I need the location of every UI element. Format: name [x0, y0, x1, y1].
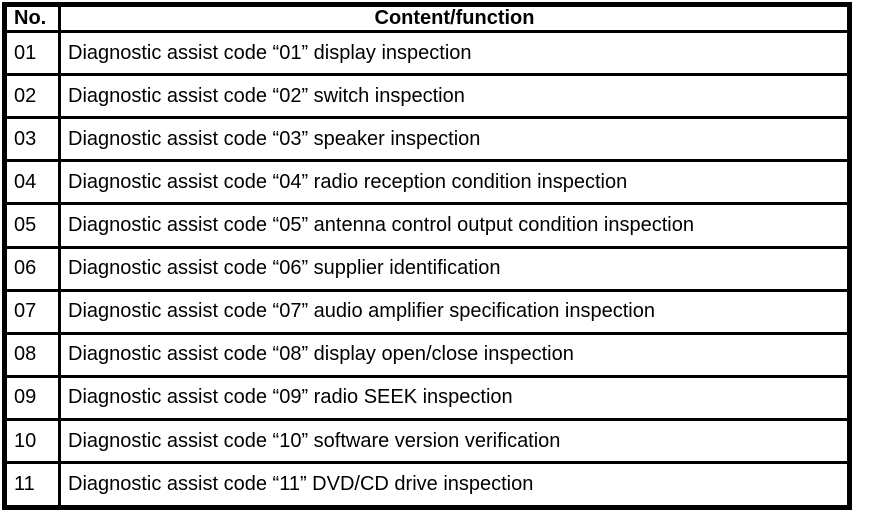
row-content-cell: Diagnostic assist code “05” antenna cont… [58, 202, 851, 249]
row-content-cell: Diagnostic assist code “11” DVD/CD drive… [58, 461, 851, 509]
row-content-cell: Diagnostic assist code “02” switch inspe… [58, 73, 851, 120]
row-number-cell: 07 [3, 288, 61, 335]
table-row: 09 Diagnostic assist code “09” radio SEE… [3, 374, 851, 421]
row-content-cell: Diagnostic assist code “03” speaker insp… [58, 116, 851, 163]
row-number-cell: 01 [3, 29, 61, 77]
table-row: 11 Diagnostic assist code “11” DVD/CD dr… [3, 461, 851, 509]
table-row: 01 Diagnostic assist code “01” display i… [3, 29, 851, 77]
row-number-cell: 08 [3, 331, 61, 378]
row-number-cell: 03 [3, 116, 61, 163]
row-content-cell: Diagnostic assist code “10” software ver… [58, 417, 851, 465]
row-number-cell: 02 [3, 73, 61, 120]
table-row: 03 Diagnostic assist code “03” speaker i… [3, 116, 851, 163]
row-number-cell: 05 [3, 202, 61, 249]
row-number-cell: 06 [3, 245, 61, 292]
table-row: 04 Diagnostic assist code “04” radio rec… [3, 159, 851, 206]
row-number-cell: 09 [3, 374, 61, 421]
row-content-cell: Diagnostic assist code “06” supplier ide… [58, 245, 851, 292]
table-row: 02 Diagnostic assist code “02” switch in… [3, 73, 851, 120]
row-number-cell: 11 [3, 461, 61, 509]
row-content-cell: Diagnostic assist code “09” radio SEEK i… [58, 374, 851, 421]
table-row: 08 Diagnostic assist code “08” display o… [3, 331, 851, 378]
row-content-cell: Diagnostic assist code “04” radio recept… [58, 159, 851, 206]
row-number-cell: 04 [3, 159, 61, 206]
table-body: 01 Diagnostic assist code “01” display i… [3, 29, 851, 509]
column-header-no: No. [3, 3, 61, 33]
row-content-cell: Diagnostic assist code “01” display insp… [58, 29, 851, 77]
row-number-cell: 10 [3, 417, 61, 465]
diagnostic-assist-codes-table: No. Content/function 01 Diagnostic assis… [2, 2, 852, 510]
table-row: 10 Diagnostic assist code “10” software … [3, 417, 851, 465]
table-row: 05 Diagnostic assist code “05” antenna c… [3, 202, 851, 249]
header-row: No. Content/function [3, 3, 851, 33]
table-header: No. Content/function [3, 3, 851, 33]
row-content-cell: Diagnostic assist code “07” audio amplif… [58, 288, 851, 335]
table-row: 07 Diagnostic assist code “07” audio amp… [3, 288, 851, 335]
table-row: 06 Diagnostic assist code “06” supplier … [3, 245, 851, 292]
row-content-cell: Diagnostic assist code “08” display open… [58, 331, 851, 378]
column-header-content-function: Content/function [58, 3, 851, 33]
